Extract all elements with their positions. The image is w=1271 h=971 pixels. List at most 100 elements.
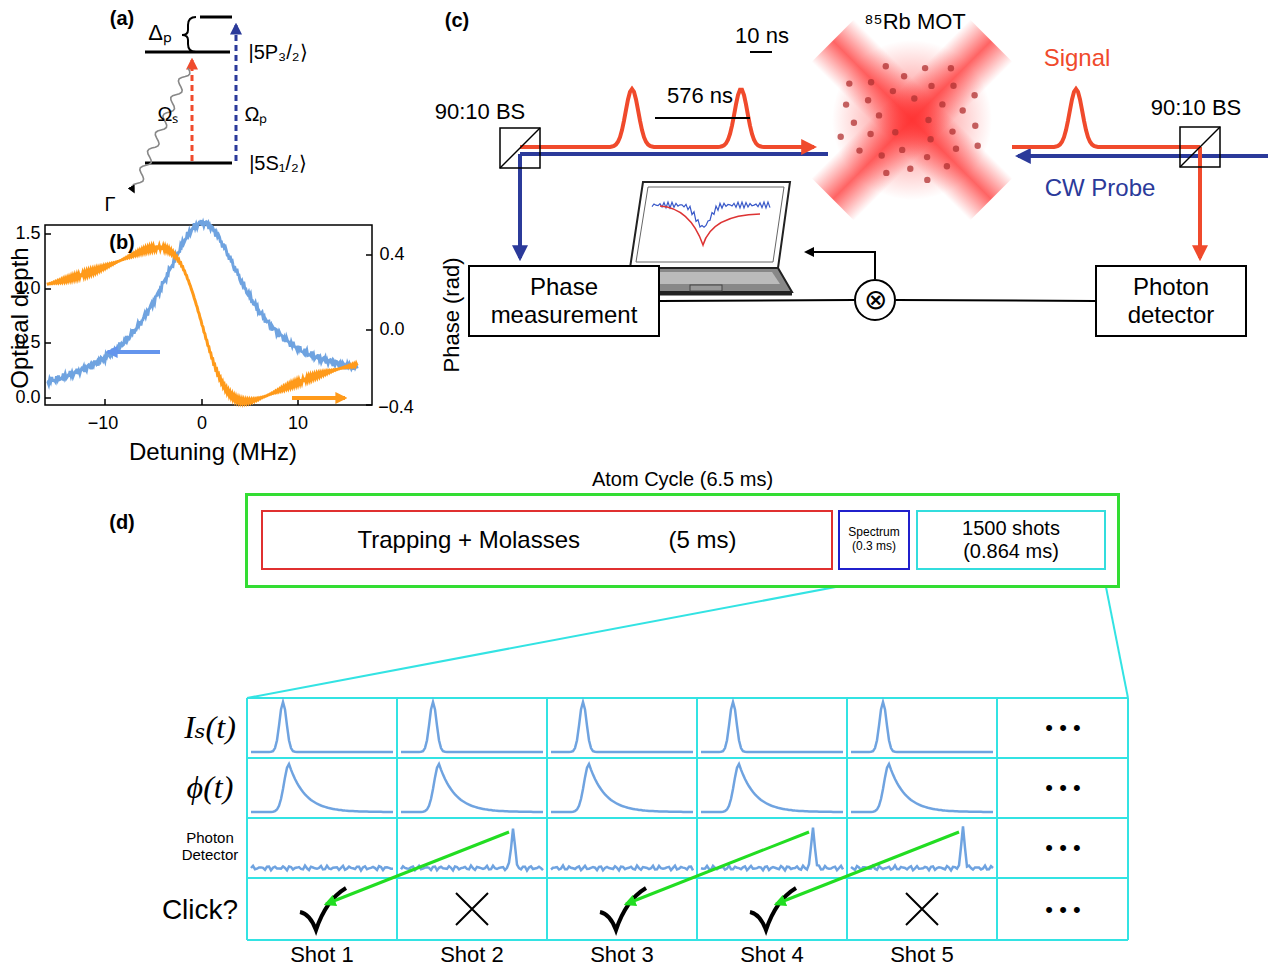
- text-label: ⁸⁵Rb MOT: [864, 10, 966, 34]
- text-label: Shot 5: [890, 943, 954, 967]
- drawn-line: [201, 399, 203, 405]
- text-label: Γ: [104, 193, 115, 215]
- drawn-circle: [949, 128, 955, 134]
- drawn-line: [247, 817, 1128, 819]
- box-heading: Atom Cycle (6.5 ms): [248, 468, 1117, 491]
- text-label: Ωₛ: [158, 103, 179, 125]
- drawn-g: [132, 17, 236, 192]
- drawn-line: [626, 832, 809, 904]
- drawn-line: [191, 60, 194, 161]
- text-label: Photon Detector: [171, 830, 249, 863]
- drawn-path: [851, 764, 993, 812]
- drawn-circle: [939, 101, 945, 107]
- drawn-rect: [1180, 127, 1220, 167]
- drawn-circle: [876, 112, 882, 118]
- drawn-circle: [971, 92, 977, 98]
- drawn-line: [247, 757, 1128, 759]
- box-text: ⊗: [864, 286, 887, 314]
- drawn-circle: [927, 136, 933, 142]
- drawn-circle: [922, 65, 928, 71]
- box-text: (0.864 ms): [963, 540, 1059, 563]
- text-label: 576 ns: [667, 84, 733, 108]
- drawn-path: [636, 187, 784, 262]
- text-label: 0.0: [379, 320, 404, 340]
- text-label: ϕ(t): [187, 770, 234, 805]
- axis-title: Optical depth: [7, 247, 33, 388]
- drawn-circle: [928, 83, 934, 89]
- drawn-path: [551, 702, 693, 752]
- drawn-path: [132, 68, 190, 192]
- box-text: Photon detector: [1103, 273, 1239, 328]
- drawn-circle: [843, 101, 849, 107]
- drawn-path: [300, 888, 346, 930]
- text-label: CW Probe: [1045, 175, 1156, 201]
- drawn-rect: [812, 20, 1013, 221]
- drawn-circle: [975, 143, 981, 149]
- drawn-line: [776, 832, 959, 904]
- drawn-path: [660, 206, 760, 245]
- drawn-line: [145, 51, 230, 54]
- drawn-circle: [851, 120, 857, 126]
- drawn-line: [247, 697, 1128, 699]
- drawn-path: [401, 829, 543, 871]
- drawn-rect: [690, 285, 722, 291]
- drawn-circle: [944, 163, 950, 169]
- drawn-line: [366, 254, 372, 256]
- drawn-circle: [890, 88, 896, 94]
- drawn-path: [551, 866, 693, 871]
- text-label: (a): [110, 7, 134, 29]
- box-text: (0.3 ms): [852, 540, 896, 554]
- drawn-g: [300, 832, 959, 930]
- drawn-line: [1103, 572, 1128, 698]
- drawn-circle: [879, 152, 885, 158]
- text-label: 0: [197, 414, 207, 434]
- drawn-circle: [925, 117, 931, 123]
- drawn-line: [200, 16, 232, 19]
- drawn-circle: [892, 129, 898, 135]
- drawn-g: [251, 702, 993, 871]
- axis-title: Phase (rad): [440, 258, 464, 373]
- drawn-g: [838, 63, 981, 183]
- text-label: (b): [109, 231, 135, 253]
- drawn-g: [812, 20, 1013, 221]
- drawn-g: [500, 52, 1268, 258]
- text-label: Shot 4: [740, 943, 804, 967]
- text-label: Detuning (MHz): [129, 439, 297, 465]
- drawn-g: [247, 572, 1128, 940]
- drawn-line: [520, 152, 828, 156]
- text-label: Shot 1: [290, 943, 354, 967]
- text-label: 1.0: [15, 279, 40, 299]
- instrument-box: Photon detector: [1095, 265, 1247, 337]
- drawn-line: [104, 399, 106, 405]
- drawn-line: [518, 154, 522, 258]
- box-text: Trapping + Molasses: [357, 526, 580, 554]
- text-label: Shot 2: [440, 943, 504, 967]
- drawn-circle: [907, 166, 913, 172]
- drawn-circle: [924, 177, 930, 183]
- text-label: Δₚ: [148, 21, 172, 45]
- drawn-circle: [867, 131, 873, 137]
- drawn-circle: [948, 65, 954, 71]
- text-label: • • •: [1045, 836, 1080, 860]
- text-label: (c): [445, 9, 469, 31]
- drawn-line: [45, 288, 51, 290]
- drawn-rect: [812, 20, 1013, 221]
- text-label: |5P₃/₂⟩: [248, 41, 307, 63]
- text-label: |5S₁/₂⟩: [249, 152, 307, 174]
- instrument-box: Phase measurement: [468, 265, 660, 337]
- drawn-circle: [865, 97, 871, 103]
- cycle-box: Atom Cycle (6.5 ms)Trapping + Molasses(5…: [245, 493, 1120, 588]
- drawn-line: [750, 51, 772, 53]
- drawn-circle: [972, 123, 978, 129]
- drawn-line: [247, 572, 915, 698]
- text-label: 90:10 BS: [1151, 96, 1242, 120]
- drawn-line: [108, 350, 160, 354]
- drawn-line: [326, 832, 509, 904]
- text-label: 10 ns: [735, 24, 789, 48]
- signal-wire: [660, 300, 854, 301]
- drawn-path: [851, 826, 993, 870]
- phase-box: Spectrum(0.3 ms): [838, 510, 910, 570]
- drawn-path: [701, 828, 843, 871]
- text-label: −10: [88, 414, 119, 434]
- drawn-line: [45, 397, 51, 399]
